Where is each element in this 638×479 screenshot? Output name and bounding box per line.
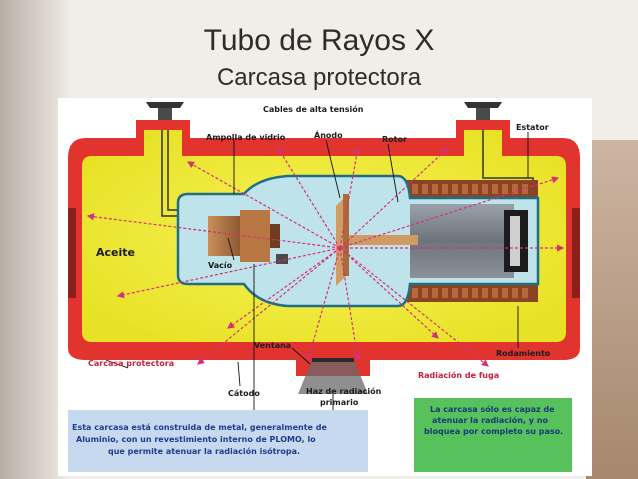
note-right-line-2: atenuar la radiación, y no	[432, 415, 549, 425]
slide-title: Tubo de Rayos X	[0, 24, 638, 58]
label-anode: Ánodo	[314, 129, 343, 140]
label-housing: Carcasa protectora	[88, 359, 174, 368]
label-leakage-radiation: Radiación de fuga	[418, 370, 499, 380]
label-window: Ventana	[254, 341, 291, 350]
note-left: Esta carcasa está construida de metal, g…	[68, 410, 368, 472]
label-bearing: Rodamiento	[496, 349, 551, 358]
note-left-line-1: Esta carcasa está construida de metal, g…	[72, 423, 327, 432]
xray-tube-diagram: Cables de alta tensión Ampolla de vidrio…	[58, 98, 592, 476]
label-primary-beam-line2: primario	[320, 398, 359, 407]
label-rotor: Rotor	[382, 135, 407, 144]
label-glass-envelope: Ampolla de vidrio	[206, 133, 286, 142]
note-right: La carcasa sólo es capaz de atenuar la r…	[414, 398, 572, 472]
note-left-line-2: Aluminio, con un revestimiento interno d…	[76, 435, 316, 444]
note-right-line-3: bloquea por completo su paso.	[424, 427, 563, 436]
label-primary-beam-line1: Haz de radiación	[306, 386, 382, 396]
background-right-shadow	[586, 140, 638, 479]
label-cables: Cables de alta tensión	[263, 104, 364, 114]
slide-subtitle: Carcasa protectora	[0, 64, 638, 92]
note-left-line-3: que permite atenuar la radiación isótrop…	[108, 446, 300, 456]
note-right-line-1: La carcasa sólo es capaz de	[430, 404, 555, 414]
label-cathode: Cátodo	[228, 389, 260, 398]
label-oil: Aceite	[96, 246, 135, 259]
label-vacuum: Vacío	[208, 261, 233, 270]
label-stator: Estator	[516, 123, 549, 132]
